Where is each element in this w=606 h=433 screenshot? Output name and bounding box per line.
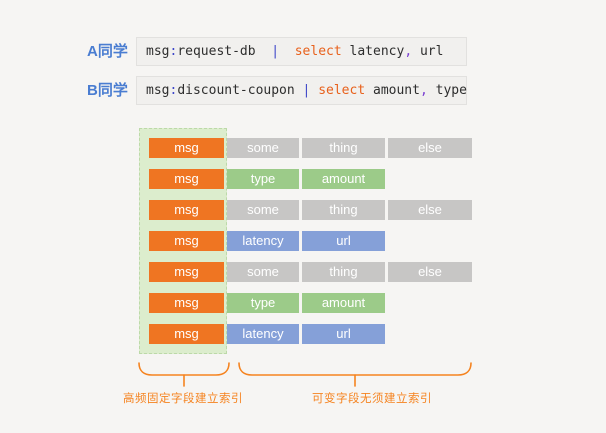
field-cell-msg: msg bbox=[149, 169, 224, 189]
field-cell-msg: msg bbox=[149, 262, 224, 282]
field-cell-else: else bbox=[388, 262, 472, 282]
code-token: discount-coupon bbox=[177, 83, 295, 98]
code-token: msg bbox=[146, 44, 170, 59]
field-cell-type: type bbox=[227, 169, 299, 189]
code-token bbox=[295, 83, 303, 98]
code-token: msg bbox=[146, 83, 170, 98]
field-cell-some: some bbox=[227, 262, 299, 282]
field-cell-some: some bbox=[227, 138, 299, 158]
field-cell-amount: amount bbox=[302, 293, 385, 313]
field-cell-thing: thing bbox=[302, 200, 385, 220]
code-token: url bbox=[412, 44, 444, 59]
code-token: request-db bbox=[177, 44, 256, 59]
field-cell-msg: msg bbox=[149, 293, 224, 313]
query-row-a: A同学 msg:request-db | select latency, url bbox=[0, 37, 606, 66]
code-token: latency bbox=[341, 44, 405, 59]
code-token: amount bbox=[365, 83, 420, 98]
code-token: : bbox=[169, 44, 178, 59]
code-token: | bbox=[302, 83, 311, 98]
indexed-fields-annotation: 高频固定字段建立索引 bbox=[123, 393, 243, 405]
query-a-code: msg:request-db | select latency, url bbox=[136, 37, 467, 66]
field-cell-latency: latency bbox=[227, 324, 299, 344]
query-row-b: B同学 msg:discount-coupon | select amount,… bbox=[0, 76, 606, 105]
query-b-code: msg:discount-coupon | select amount, typ… bbox=[136, 76, 467, 105]
code-token: : bbox=[169, 83, 178, 98]
code-token: select bbox=[294, 44, 342, 59]
field-cell-thing: thing bbox=[302, 262, 385, 282]
field-cell-type: type bbox=[227, 293, 299, 313]
code-token bbox=[279, 44, 295, 59]
field-cell-some: some bbox=[227, 200, 299, 220]
field-cell-amount: amount bbox=[302, 169, 385, 189]
field-cell-msg: msg bbox=[149, 138, 224, 158]
field-cell-msg: msg bbox=[149, 200, 224, 220]
code-token: , bbox=[419, 83, 428, 98]
field-cell-url: url bbox=[302, 324, 385, 344]
field-cell-thing: thing bbox=[302, 138, 385, 158]
student-b-label: B同学 bbox=[87, 82, 128, 99]
student-a-label: A同学 bbox=[87, 43, 128, 60]
right-underbrace-icon bbox=[238, 362, 472, 387]
field-cell-url: url bbox=[302, 231, 385, 251]
field-cell-else: else bbox=[388, 200, 472, 220]
left-underbrace-icon bbox=[138, 362, 230, 387]
field-cell-else: else bbox=[388, 138, 472, 158]
field-cell-latency: latency bbox=[227, 231, 299, 251]
code-token bbox=[256, 44, 272, 59]
field-cell-msg: msg bbox=[149, 231, 224, 251]
code-token: select bbox=[318, 83, 366, 98]
field-cell-msg: msg bbox=[149, 324, 224, 344]
code-token: , bbox=[404, 44, 413, 59]
code-token: | bbox=[271, 44, 280, 59]
code-token: type bbox=[427, 83, 467, 98]
variable-fields-annotation: 可变字段无须建立索引 bbox=[312, 393, 432, 405]
